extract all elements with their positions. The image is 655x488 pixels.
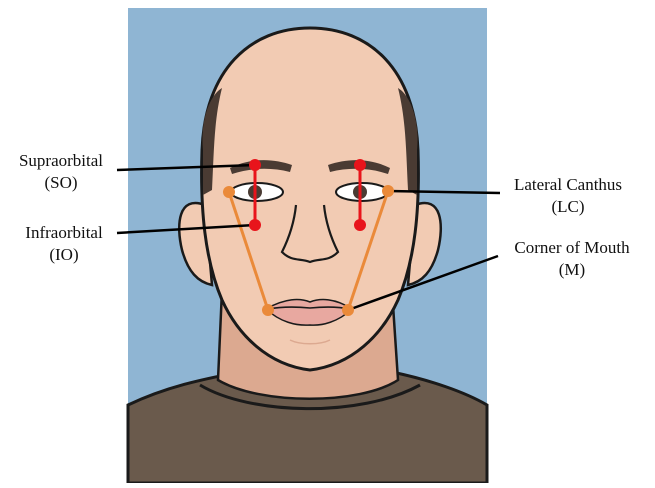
infraorbital-abbr: (IO) <box>10 244 118 266</box>
supraorbital-label: Supraorbital (SO) <box>6 150 116 194</box>
left-infraorbital-point <box>249 219 261 231</box>
left-mouth-corner-point <box>262 304 274 316</box>
corner-of-mouth-label: Corner of Mouth (M) <box>499 237 645 281</box>
right-infraorbital-point <box>354 219 366 231</box>
left-supraorbital-point <box>249 159 261 171</box>
left-lateral-canthus-point <box>223 186 235 198</box>
right-supraorbital-point <box>354 159 366 171</box>
infraorbital-name: Infraorbital <box>10 222 118 244</box>
infraorbital-label: Infraorbital (IO) <box>10 222 118 266</box>
supraorbital-name: Supraorbital <box>6 150 116 172</box>
supraorbital-abbr: (SO) <box>6 172 116 194</box>
corner-of-mouth-name: Corner of Mouth <box>499 237 645 259</box>
lateral-canthus-abbr: (LC) <box>500 196 636 218</box>
right-lateral-canthus-point <box>382 185 394 197</box>
lateral-canthus-name: Lateral Canthus <box>500 174 636 196</box>
corner-of-mouth-abbr: (M) <box>499 259 645 281</box>
right-mouth-corner-point <box>342 304 354 316</box>
lateral-canthus-label: Lateral Canthus (LC) <box>500 174 636 218</box>
